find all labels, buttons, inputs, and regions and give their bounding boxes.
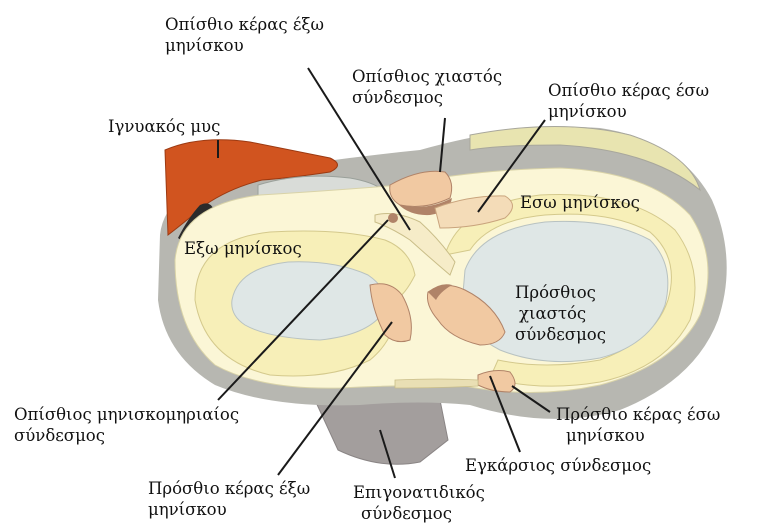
label-lateral-posterior-horn: Οπίσθιο κέρας έξω μηνίσκου bbox=[165, 14, 324, 56]
label-medial-anterior-horn-line2: μηνίσκου bbox=[556, 425, 720, 446]
label-lateral-anterior-horn-line1: Πρόσθιο κέρας έξω bbox=[148, 478, 310, 499]
label-anterior-cruciate-line3: σύνδεσμος bbox=[515, 324, 606, 345]
label-posterior-cruciate-line1: Οπίσθιος χιαστός bbox=[352, 66, 502, 87]
label-lateral-anterior-horn-line2: μηνίσκου bbox=[148, 499, 310, 520]
label-lateral-anterior-horn: Πρόσθιο κέρας έξω μηνίσκου bbox=[148, 478, 310, 520]
label-posterior-cruciate: Οπίσθιος χιαστός σύνδεσμος bbox=[352, 66, 502, 108]
label-patellar-line2: σύνδεσμος bbox=[353, 503, 485, 524]
meniscofemoral-attachment bbox=[388, 213, 398, 223]
label-meniscofemoral-line2: σύνδεσμος bbox=[14, 425, 239, 446]
label-anterior-cruciate: Πρόσθιος χιαστός σύνδεσμος bbox=[515, 282, 606, 345]
label-lateral-posterior-horn-line2: μηνίσκου bbox=[165, 35, 324, 56]
label-medial-meniscus: Εσω μηνίσκος bbox=[520, 192, 640, 213]
label-medial-anterior-horn: Πρόσθιο κέρας έσω μηνίσκου bbox=[556, 404, 720, 446]
label-anterior-cruciate-line2: χιαστός bbox=[515, 303, 606, 324]
label-medial-posterior-horn-line2: μηνίσκου bbox=[548, 101, 709, 122]
transverse-ligament-shape bbox=[395, 379, 478, 388]
label-posterior-cruciate-line2: σύνδεσμος bbox=[352, 87, 502, 108]
lateral-articular-cartilage bbox=[232, 262, 386, 340]
label-transverse: Εγκάρσιος σύνδεσμος bbox=[465, 455, 651, 476]
label-lateral-posterior-horn-line1: Οπίσθιο κέρας έξω bbox=[165, 14, 324, 35]
label-meniscofemoral: Οπίσθιος μηνισκομηριαίος σύνδεσμος bbox=[14, 404, 239, 446]
label-popliteus: Ιγνυακός μυς bbox=[108, 116, 220, 137]
label-patellar: Επιγονατιδικός σύνδεσμος bbox=[353, 482, 485, 524]
label-patellar-line1: Επιγονατιδικός bbox=[353, 482, 485, 503]
label-medial-posterior-horn-line1: Οπίσθιο κέρας έσω bbox=[548, 80, 709, 101]
label-meniscofemoral-line1: Οπίσθιος μηνισκομηριαίος bbox=[14, 404, 239, 425]
label-lateral-meniscus: Εξω μηνίσκος bbox=[184, 238, 302, 259]
label-medial-posterior-horn: Οπίσθιο κέρας έσω μηνίσκου bbox=[548, 80, 709, 122]
label-medial-anterior-horn-line1: Πρόσθιο κέρας έσω bbox=[556, 404, 720, 425]
label-anterior-cruciate-line1: Πρόσθιος bbox=[515, 282, 606, 303]
